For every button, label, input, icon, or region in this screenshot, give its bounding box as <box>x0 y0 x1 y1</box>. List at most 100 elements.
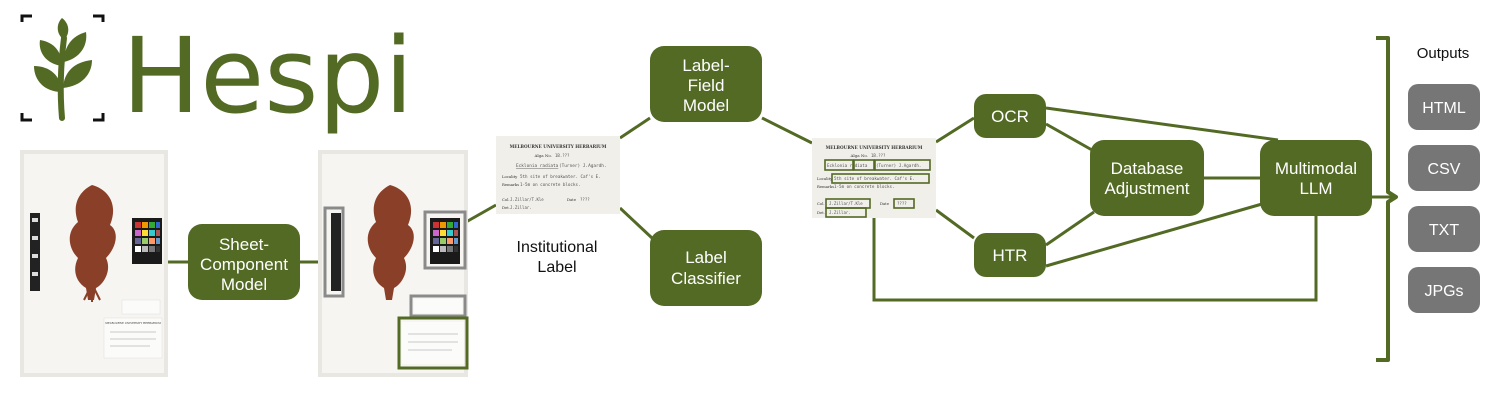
detection-box-small-label <box>409 294 467 318</box>
sprout-icon <box>20 14 105 122</box>
label-field-model-line1: Label- <box>682 56 729 75</box>
fields-label-det-prefix: Det. <box>817 210 825 215</box>
detection-box-colorchart <box>423 210 467 270</box>
multimodal-llm-line1: Multimodal <box>1275 159 1357 178</box>
connectors <box>168 106 1394 302</box>
label-authority: (Turner) J.Agardh. <box>559 163 607 169</box>
label-collector: J.Zillar/T.Kle <box>510 197 544 202</box>
multimodal-llm-line2: LLM <box>1299 179 1332 198</box>
connector-label-to-classifier <box>618 206 654 240</box>
label-date: ???? <box>580 197 590 202</box>
label-det-prefix: Det. <box>502 205 510 210</box>
institutional-label-image: MELBOURNE UNIVERSITY HERBARIUM Alga No. … <box>496 136 620 214</box>
fields-label-header: MELBOURNE UNIVERSITY HERBARIUM <box>826 145 923 150</box>
label-collector-prefix: Col. <box>502 197 510 202</box>
output-html: HTML <box>1408 84 1480 130</box>
sheet-component-model-line1: Sheet- <box>219 235 269 254</box>
output-jpgs-label: JPGs <box>1424 283 1463 300</box>
output-html-label: HTML <box>1422 100 1466 117</box>
connector-ocr-to-dbadj <box>1045 122 1093 152</box>
label-field-model-line3: Model <box>683 96 729 115</box>
label-remarks-prefix: Remarks <box>502 182 519 187</box>
fields-label-locality: 5th site of breakwater. Caf's E. <box>834 176 915 181</box>
ocr-label: OCR <box>991 107 1029 126</box>
label-fields-image: MELBOURNE UNIVERSITY HERBARIUM Alga No. … <box>812 138 936 218</box>
connector-htr-to-dbadj <box>1045 210 1095 247</box>
specimen-sheet-detected <box>318 150 469 377</box>
label-det: J.Zillar. <box>510 205 532 210</box>
connector-fieldmodel-to-fields <box>761 116 813 145</box>
label-locality: 5th site of breakwater. Caf's E. <box>520 174 601 179</box>
ruler-strip <box>30 213 40 291</box>
sheet-component-model-node: Sheet- Component Model <box>188 224 300 300</box>
output-jpgs: JPGs <box>1408 267 1480 313</box>
field-box-date <box>893 198 915 209</box>
connector-sheet-to-label <box>465 203 497 224</box>
institutional-label-caption-line2: Label <box>537 259 576 276</box>
label-classifier-line2: Classifier <box>671 269 741 288</box>
fields-label-alga-prefix: Alga No. <box>850 153 869 158</box>
fields-label-remarks: 1-5m on concrete blocks. <box>834 184 895 189</box>
field-box-species <box>853 159 875 171</box>
fields-label-date-prefix: Date <box>880 201 890 206</box>
fields-label-det: J.Zillar. <box>829 210 851 215</box>
database-adjustment-line2: Adjustment <box>1104 179 1189 198</box>
sheet-raw-header: MELBOURNE UNIVERSITY HERBARIUM <box>105 321 161 325</box>
institutional-label-raw <box>103 317 163 359</box>
label-date-prefix: Date <box>567 197 577 202</box>
small-label-raw <box>121 299 161 315</box>
seaweed-specimen-2 <box>367 185 414 300</box>
label-species: Ecklonia radiata <box>516 163 559 169</box>
logo-wordmark: Hespi <box>122 15 413 137</box>
label-locality-prefix: Locality <box>502 174 518 179</box>
detection-box-ruler <box>323 206 345 298</box>
fields-label-alga-no: 1B.??? <box>871 153 886 158</box>
label-classifier-line1: Label <box>685 248 727 267</box>
field-box-genus <box>824 159 854 171</box>
field-box-det <box>825 207 867 218</box>
ocr-node: OCR <box>974 94 1046 138</box>
htr-label: HTR <box>993 246 1028 265</box>
label-header: MELBOURNE UNIVERSITY HERBARIUM <box>510 144 607 149</box>
color-chart-2 <box>430 218 460 264</box>
database-adjustment-line1: Database <box>1111 159 1184 178</box>
fields-label-locality-prefix: Locality <box>817 176 833 181</box>
color-chart <box>132 218 162 264</box>
label-alga-prefix: Alga No. <box>534 153 553 158</box>
field-box-locality <box>831 173 930 184</box>
outputs-bracket <box>1376 36 1398 362</box>
label-remarks: 1-5m on concrete blocks. <box>520 182 581 187</box>
output-csv: CSV <box>1408 145 1480 191</box>
institutional-label-caption-line1: Institutional <box>517 239 598 256</box>
output-txt-label: TXT <box>1429 222 1459 239</box>
connector-fields-to-ocr <box>935 116 975 144</box>
label-field-model-line2: Field <box>688 76 725 95</box>
fields-label-remarks-prefix: Remarks <box>817 184 834 189</box>
htr-node: HTR <box>974 233 1046 277</box>
fields-label-collector-prefix: Col. <box>817 201 825 206</box>
connector-image-to-llm <box>872 216 1318 302</box>
connector-htr-to-llm <box>1045 202 1263 268</box>
sheet-component-model-line2: Component <box>200 255 288 274</box>
outputs-title: Outputs <box>1417 45 1470 62</box>
specimen-sheet-raw: MELBOURNE UNIVERSITY HERBARIUM <box>20 150 168 377</box>
label-alga-no: 1B.??? <box>555 153 570 158</box>
fields-label-species: Ecklonia radiata <box>827 163 868 168</box>
fields-label-authority: (Turner) J.Agardh. <box>876 163 921 168</box>
output-txt: TXT <box>1408 206 1480 252</box>
connector-label-to-fieldmodel <box>619 116 651 140</box>
sheet-component-model-line3: Model <box>221 275 267 294</box>
detection-box-institutional-label <box>397 316 469 370</box>
fields-label-collector: J.Zillar/T.Kle <box>829 201 863 206</box>
output-csv-label: CSV <box>1428 161 1461 178</box>
connector-fields-to-htr <box>935 208 975 240</box>
database-adjustment-node: Database Adjustment <box>1090 140 1204 216</box>
hespi-logo: Hespi <box>20 14 413 137</box>
seaweed-specimen <box>69 185 116 300</box>
fields-label-date: ???? <box>897 201 907 206</box>
multimodal-llm-node: Multimodal LLM <box>1260 140 1372 216</box>
connector-ocr-to-llm <box>1045 106 1279 142</box>
label-classifier-node: Label Classifier <box>650 230 762 306</box>
field-box-authority <box>874 159 931 171</box>
